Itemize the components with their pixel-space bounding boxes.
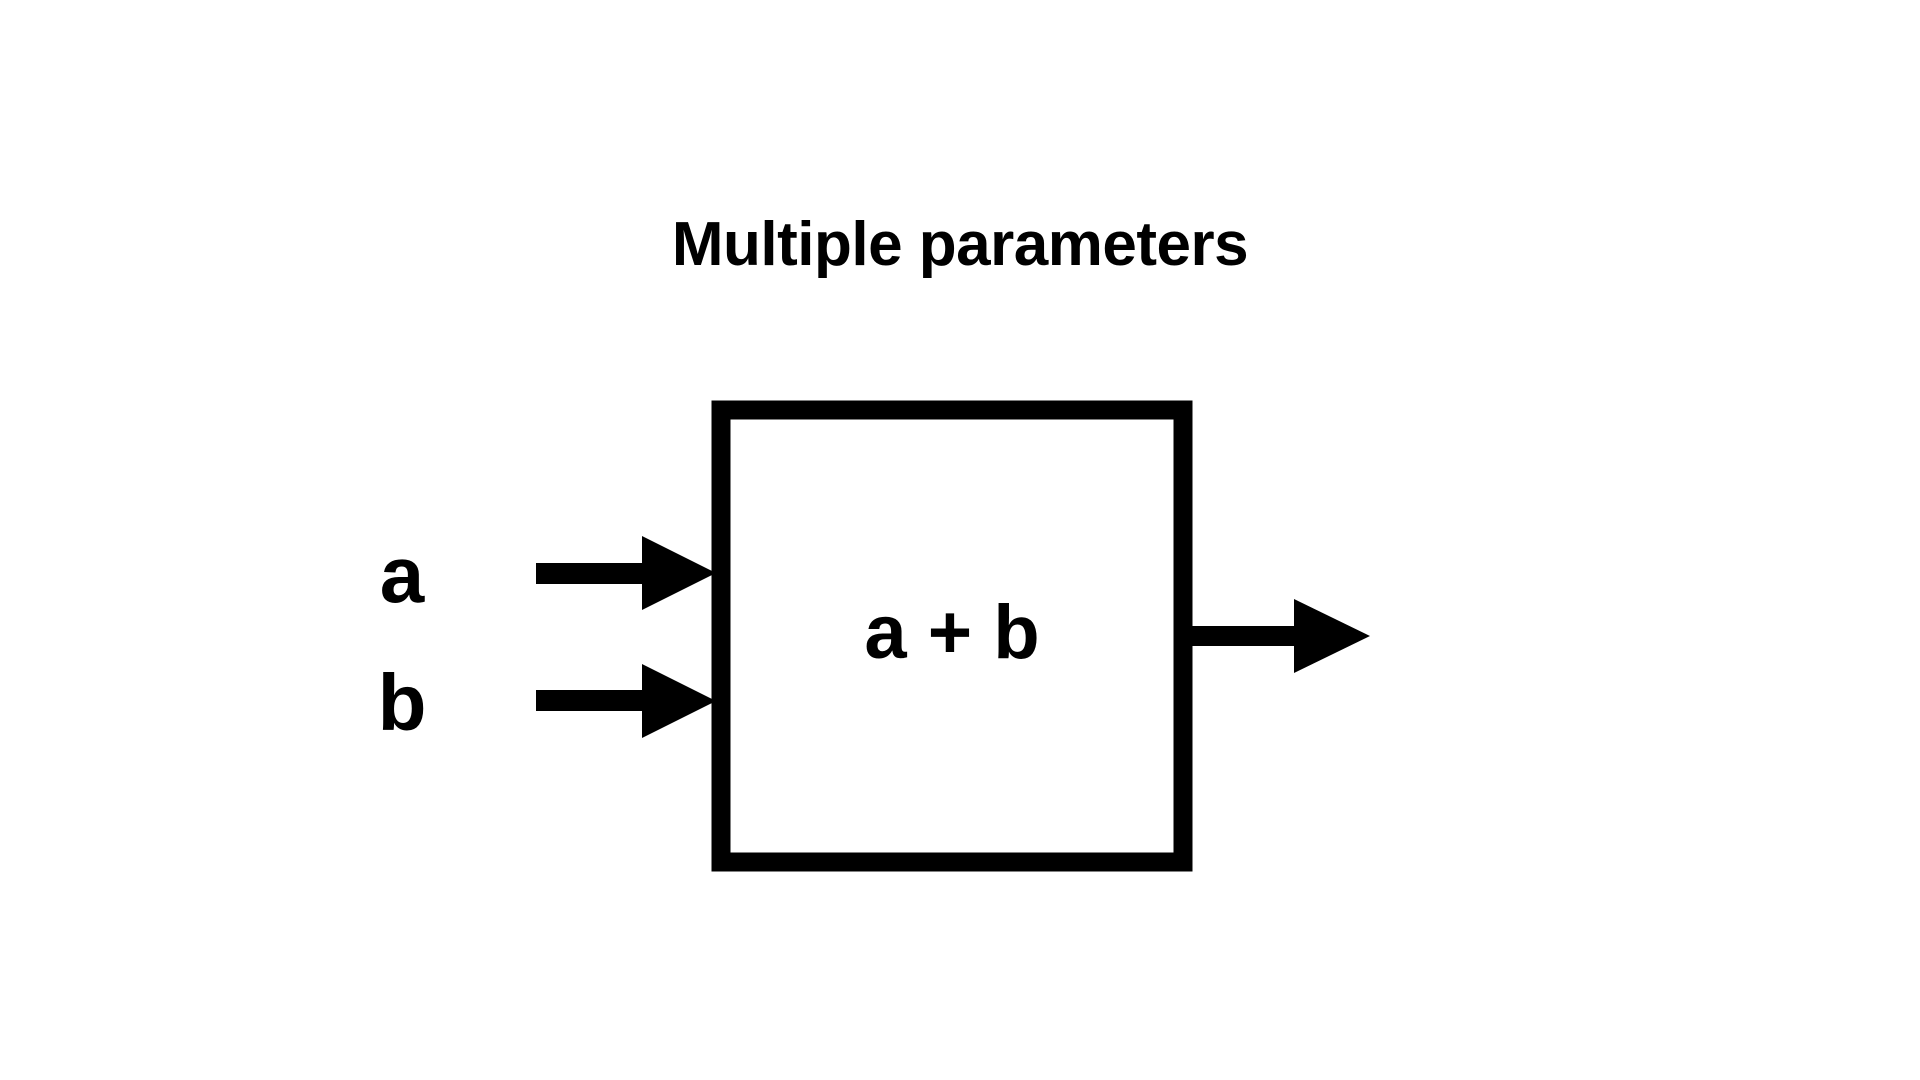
input-arrow-b-head [642,664,716,738]
input-label-a: a [379,530,425,619]
function-expression: a + b [864,590,1040,675]
input-arrow-b [536,664,716,738]
output-arrow-shaft [1192,626,1298,646]
diagram-title: Multiple parameters [671,210,1249,279]
input-arrow-a [536,536,716,610]
function-box [711,400,1193,872]
input-arrow-a-head [642,536,716,610]
input-arrow-a-shaft [536,563,646,584]
output-arrow-head [1294,599,1370,673]
input-label-b: b [377,658,427,747]
input-arrow-b-shaft [536,690,646,711]
output-arrow [1192,599,1370,673]
